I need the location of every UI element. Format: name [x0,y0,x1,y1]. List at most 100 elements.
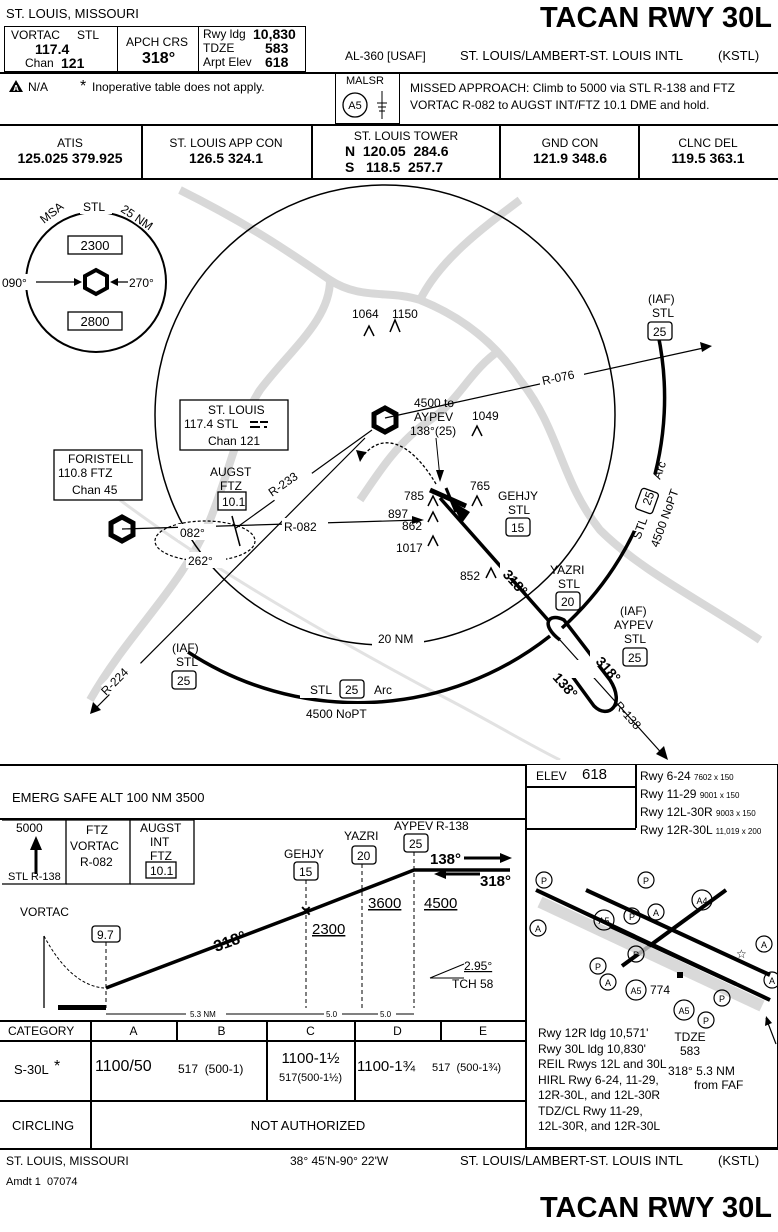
svg-text:A5: A5 [598,916,609,926]
svg-text:A: A [761,940,767,950]
msa-alt-south: 2800 [81,314,110,329]
comm-clnc: CLNC DEL 119.5 363.1 [640,136,776,166]
svg-text:A: A [13,84,19,93]
airport-note: REIL Rwys 12L and 30L [538,1057,667,1071]
msa-alt-north: 2300 [81,238,110,253]
svg-text:A: A [535,924,541,934]
arc-word-e: Arc [650,459,669,481]
faf-dist-1: 318° 5.3 NM [668,1064,735,1078]
divider [0,764,525,766]
yazri-dme-profile: 20 [357,849,371,863]
c-minimums: 1100-1½ [281,1050,340,1067]
vortac-box: VORTAC STL 117.4 Chan 121 [4,26,118,72]
airport-note: TDZ/CL Rwy 11-29, [538,1103,643,1118]
svg-text:P: P [629,912,635,922]
ab-minimums: 1100/50 [95,1058,152,1075]
svg-text:P: P [643,876,649,886]
comm-name: CLNC DEL [678,136,738,150]
out138-label: 138° [430,851,461,868]
comm-tower: ST. LOUIS TOWER N 120.05 284.6 S 118.5 2… [311,124,501,180]
airport-note: HIRL Rwy 6-24, 11-29, [538,1072,659,1087]
plan-view: 2300 2800 090° 270° MSA STL 25 NM 20 NM … [0,184,763,760]
runway-item: Rwy 12R-30L 11,019 x 200 [640,823,762,837]
airport-id: (KSTL) [718,48,760,63]
iaf-stl-sw-label: (IAF) [172,641,199,655]
takeoff-na-note: A [8,79,24,98]
augst-line2: INT [150,835,170,849]
in318-label: 318° [480,873,511,890]
arc-fix-s: STL [310,683,332,697]
svg-text:P: P [703,1016,709,1026]
ftz-line1: FTZ [86,823,108,837]
aypev-dme: 25 [628,651,642,665]
dist-2: 5.0 [326,1010,338,1019]
footer-airport-id: (KSTL) [718,1153,760,1168]
circling-label: CIRCLING [12,1118,75,1133]
comm-app-con: ST. LOUIS APP CON 126.5 324.1 [142,136,310,166]
location-header: ST. LOUIS, MISSOURI [6,6,139,21]
na-text: N/A [28,80,49,94]
hold-radial: STL R-138 [8,871,61,883]
svg-text:1150: 1150 [392,307,418,321]
dist-3: 5.0 [380,1010,392,1019]
arc-alt-s: 4500 NoPT [306,707,367,721]
comm-freq-south: S 118.5 257.7 [345,159,444,175]
svg-text:P: P [719,994,725,1004]
profile-view: 5000 STL R-138 FTZ VORTAC R-082 AUGST IN… [2,819,512,1019]
stepdown-fixes: (IAF) STL 25 (IAF) STL 25 (IAF) AYPEV ST… [171,292,675,690]
arc-dme-e: 25 [640,489,658,507]
ftz-chan: Chan 45 [72,483,118,497]
apch-crs-value: 318° [142,50,176,67]
vortac-label-profile: VORTAC [20,905,69,919]
footer-airport-name: ST. LOUIS/LAMBERT-ST. LOUIS INTL [460,1153,683,1168]
runway-item: Rwy 12L-30R 9003 x 150 [640,805,756,819]
s30l-star: * [54,1058,61,1075]
svg-text:P: P [595,962,601,972]
stl-name: ST. LOUIS [208,403,265,417]
svg-text:1064: 1064 [352,307,379,321]
cat-c: C [306,1024,315,1038]
msa-brg-right: 270° [129,276,154,290]
svg-text:1017: 1017 [396,541,423,555]
tdze-label: TDZE [203,41,235,55]
comm-gnd: GND CON 121.9 348.6 [502,136,638,166]
ftz-info-box [53,449,143,501]
arc-south [187,634,552,705]
cat-b: B [217,1024,226,1038]
de-hat: 517 (500-1¾) [432,1062,502,1074]
hold-in-label: 082° [180,526,205,540]
elev-label: ELEV [536,769,567,783]
svg-text:P: P [541,876,547,886]
ftz-name: FORISTELL [68,452,134,466]
radial-076-label: R-076 [541,367,576,388]
dist-1: 5.3 NM [190,1010,216,1019]
airport-runway-icon [428,487,468,509]
ftz-line3: R-082 [80,855,113,869]
svg-text:P: P [633,950,639,960]
footer-location: ST. LOUIS, MISSOURI [6,1154,129,1168]
iaf-stl-dme: 25 [653,325,667,339]
airport-notes: Rwy 12R ldg 10,571' Rwy 30L ldg 10,830' … [538,1026,667,1135]
runway-12l-30r [585,888,771,977]
ring-label: 20 NM [378,632,413,646]
runway-list: Rwy 6-24 7602 x 150 Rwy 11-29 9001 x 150… [640,768,761,840]
comm-name: ST. LOUIS APP CON [169,136,283,150]
augst-name: AUGST [210,465,252,479]
tdze-label-diagram: TDZE [674,1030,706,1044]
iaf-stl-sw-dme: 25 [177,674,191,688]
airport-note: Rwy 12R ldg 10,571' [538,1026,649,1040]
emerg-safe-alt: EMERG SAFE ALT 100 NM 3500 [12,790,205,805]
yazri-profile: YAZRI [344,829,378,843]
svg-text:852: 852 [460,569,480,583]
chan-label: Chan [25,56,54,70]
footer-coords: 38° 45'N-90° 22'W [290,1154,389,1168]
category-label: CATEGORY [8,1024,75,1038]
comm-freq: 119.5 363.1 [671,150,745,166]
arpt-elev-value: 618 [265,54,289,70]
comm-freq: 125.025 379.925 [17,150,123,166]
svg-text:A5: A5 [678,1006,689,1016]
svg-text:A: A [769,976,775,986]
svg-text:1049: 1049 [472,409,499,423]
svg-text:765: 765 [470,479,490,493]
